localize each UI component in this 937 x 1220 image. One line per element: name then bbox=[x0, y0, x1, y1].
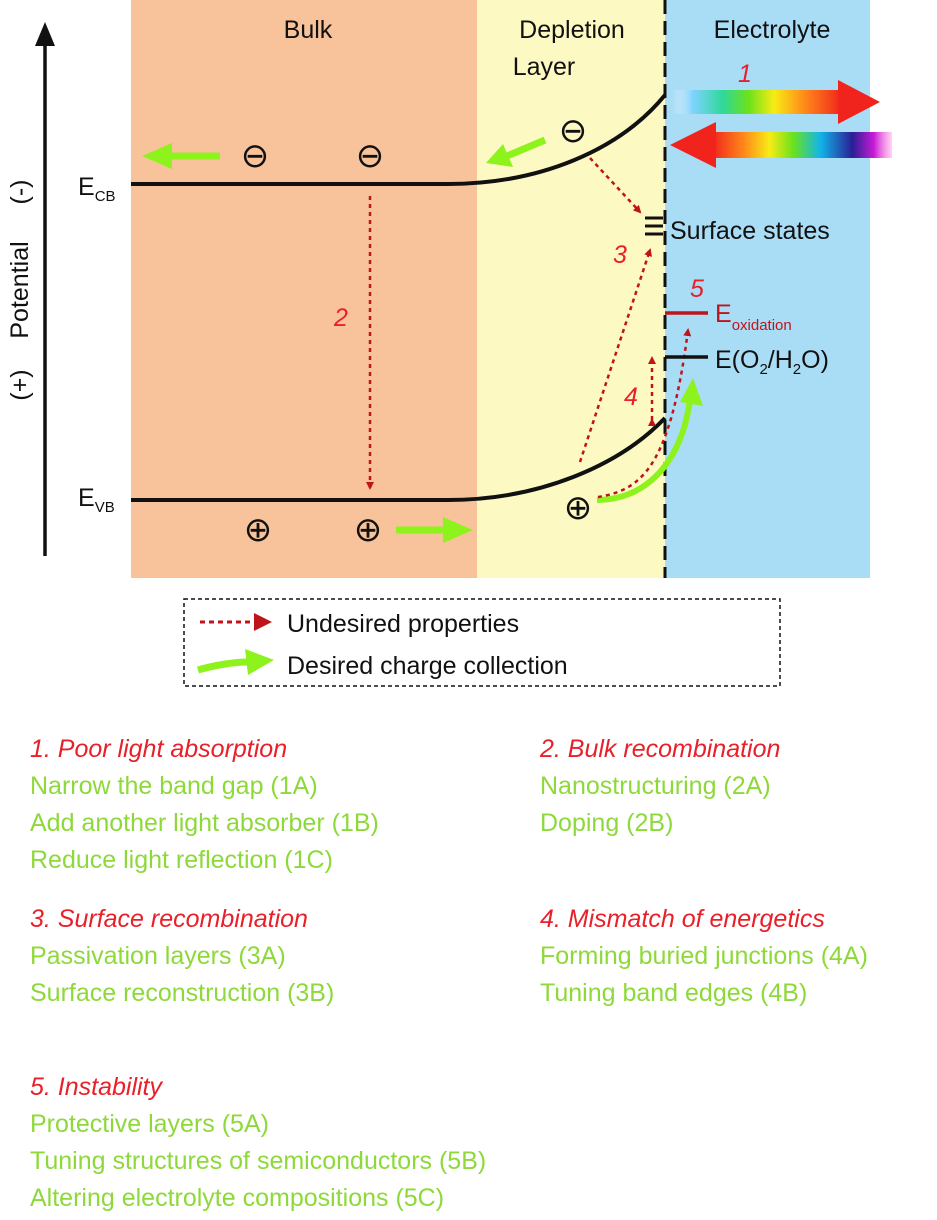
issue-bulk-recombination: 2. Bulk recombination Nanostructuring (2… bbox=[540, 730, 780, 842]
hole-1: ⊕ bbox=[244, 511, 273, 549]
legend: Undesired properties Desired charge coll… bbox=[183, 598, 781, 687]
conduction-band-edge bbox=[131, 93, 667, 186]
solution-item: Tuning structures of semiconductors (5B) bbox=[30, 1147, 487, 1175]
solution-item: Doping (2B) bbox=[540, 809, 674, 837]
axis-title: Potential bbox=[6, 241, 34, 338]
depletion-region bbox=[477, 0, 665, 578]
issue-title: 1. Poor light absorption bbox=[30, 735, 288, 763]
process-number-2: 2 bbox=[333, 304, 348, 332]
hole-collection-arrow bbox=[396, 517, 473, 543]
legend-desired-swatch bbox=[197, 658, 249, 674]
hole-2: ⊕ bbox=[354, 511, 383, 549]
legend-undesired-label: Undesired properties bbox=[287, 610, 519, 638]
process-number-1: 1 bbox=[738, 60, 752, 88]
bulk-region bbox=[131, 0, 477, 578]
electron-2: ⊖ bbox=[356, 137, 385, 175]
process-number-4: 4 bbox=[624, 383, 638, 411]
depletion-label-line1: Depletion bbox=[519, 16, 625, 44]
solution-item: Nanostructuring (2A) bbox=[540, 772, 771, 800]
issue-title: 4. Mismatch of energetics bbox=[540, 905, 825, 933]
axis-plus-label: (+) bbox=[6, 369, 34, 400]
solution-item: Surface reconstruction (3B) bbox=[30, 979, 335, 1007]
issue-light-absorption: 1. Poor light absorption Narrow the band… bbox=[30, 730, 379, 879]
process-number-5: 5 bbox=[690, 275, 704, 303]
depletion-label-line2: Layer bbox=[513, 53, 576, 81]
issue-title: 5. Instability bbox=[30, 1073, 163, 1101]
water-oxidation-level-label: E(O2/H2O) bbox=[715, 346, 829, 378]
solution-item: Tuning band edges (4B) bbox=[540, 979, 808, 1007]
solution-item: Add another light absorber (1B) bbox=[30, 809, 379, 837]
issue-surface-recombination: 3. Surface recombination Passivation lay… bbox=[30, 900, 334, 1012]
band-diagram: Bulk Depletion Layer Electrolyte (+) Pot… bbox=[6, 0, 892, 687]
axis-arrowhead bbox=[35, 22, 55, 46]
electron-3: ⊖ bbox=[559, 112, 588, 150]
evb-label: EVB bbox=[78, 484, 115, 516]
bulk-label: Bulk bbox=[284, 16, 333, 44]
light-reflected-arrow bbox=[670, 122, 892, 168]
axis-minus-label: (-) bbox=[6, 180, 34, 205]
instability-arrow bbox=[597, 328, 692, 499]
surface-states-label: Surface states bbox=[670, 217, 830, 245]
issue-title: 2. Bulk recombination bbox=[540, 735, 781, 763]
process-number-3: 3 bbox=[613, 241, 627, 269]
solution-item: Reduce light reflection (1C) bbox=[30, 846, 333, 874]
surface-recombination-arrow bbox=[578, 248, 652, 463]
solution-item: Protective layers (5A) bbox=[30, 1110, 269, 1138]
electron-collection-arrow bbox=[142, 143, 220, 169]
issue-energetics-mismatch: 4. Mismatch of energetics Forming buried… bbox=[540, 900, 868, 1012]
solution-item: Narrow the band gap (1A) bbox=[30, 772, 318, 800]
electron-1: ⊖ bbox=[241, 137, 270, 175]
light-incident-arrow bbox=[672, 80, 880, 124]
oxidation-level-label: Eoxidation bbox=[715, 300, 792, 334]
legend-desired-label: Desired charge collection bbox=[287, 652, 568, 680]
solution-item: Forming buried junctions (4A) bbox=[540, 942, 868, 970]
issue-title: 3. Surface recombination bbox=[30, 905, 308, 933]
solution-item: Passivation layers (3A) bbox=[30, 942, 286, 970]
hole-3: ⊕ bbox=[564, 489, 593, 527]
solution-item: Altering electrolyte compositions (5C) bbox=[30, 1184, 445, 1212]
ecb-label: ECB bbox=[78, 173, 116, 205]
valence-band-edge bbox=[131, 416, 667, 502]
surface-states-marker bbox=[645, 216, 663, 236]
electron-drift-arrow bbox=[486, 136, 547, 167]
issue-instability: 5. Instability Protective layers (5A) Tu… bbox=[30, 1068, 486, 1217]
hole-transfer-arrow bbox=[596, 378, 703, 503]
electrolyte-label: Electrolyte bbox=[714, 16, 831, 44]
